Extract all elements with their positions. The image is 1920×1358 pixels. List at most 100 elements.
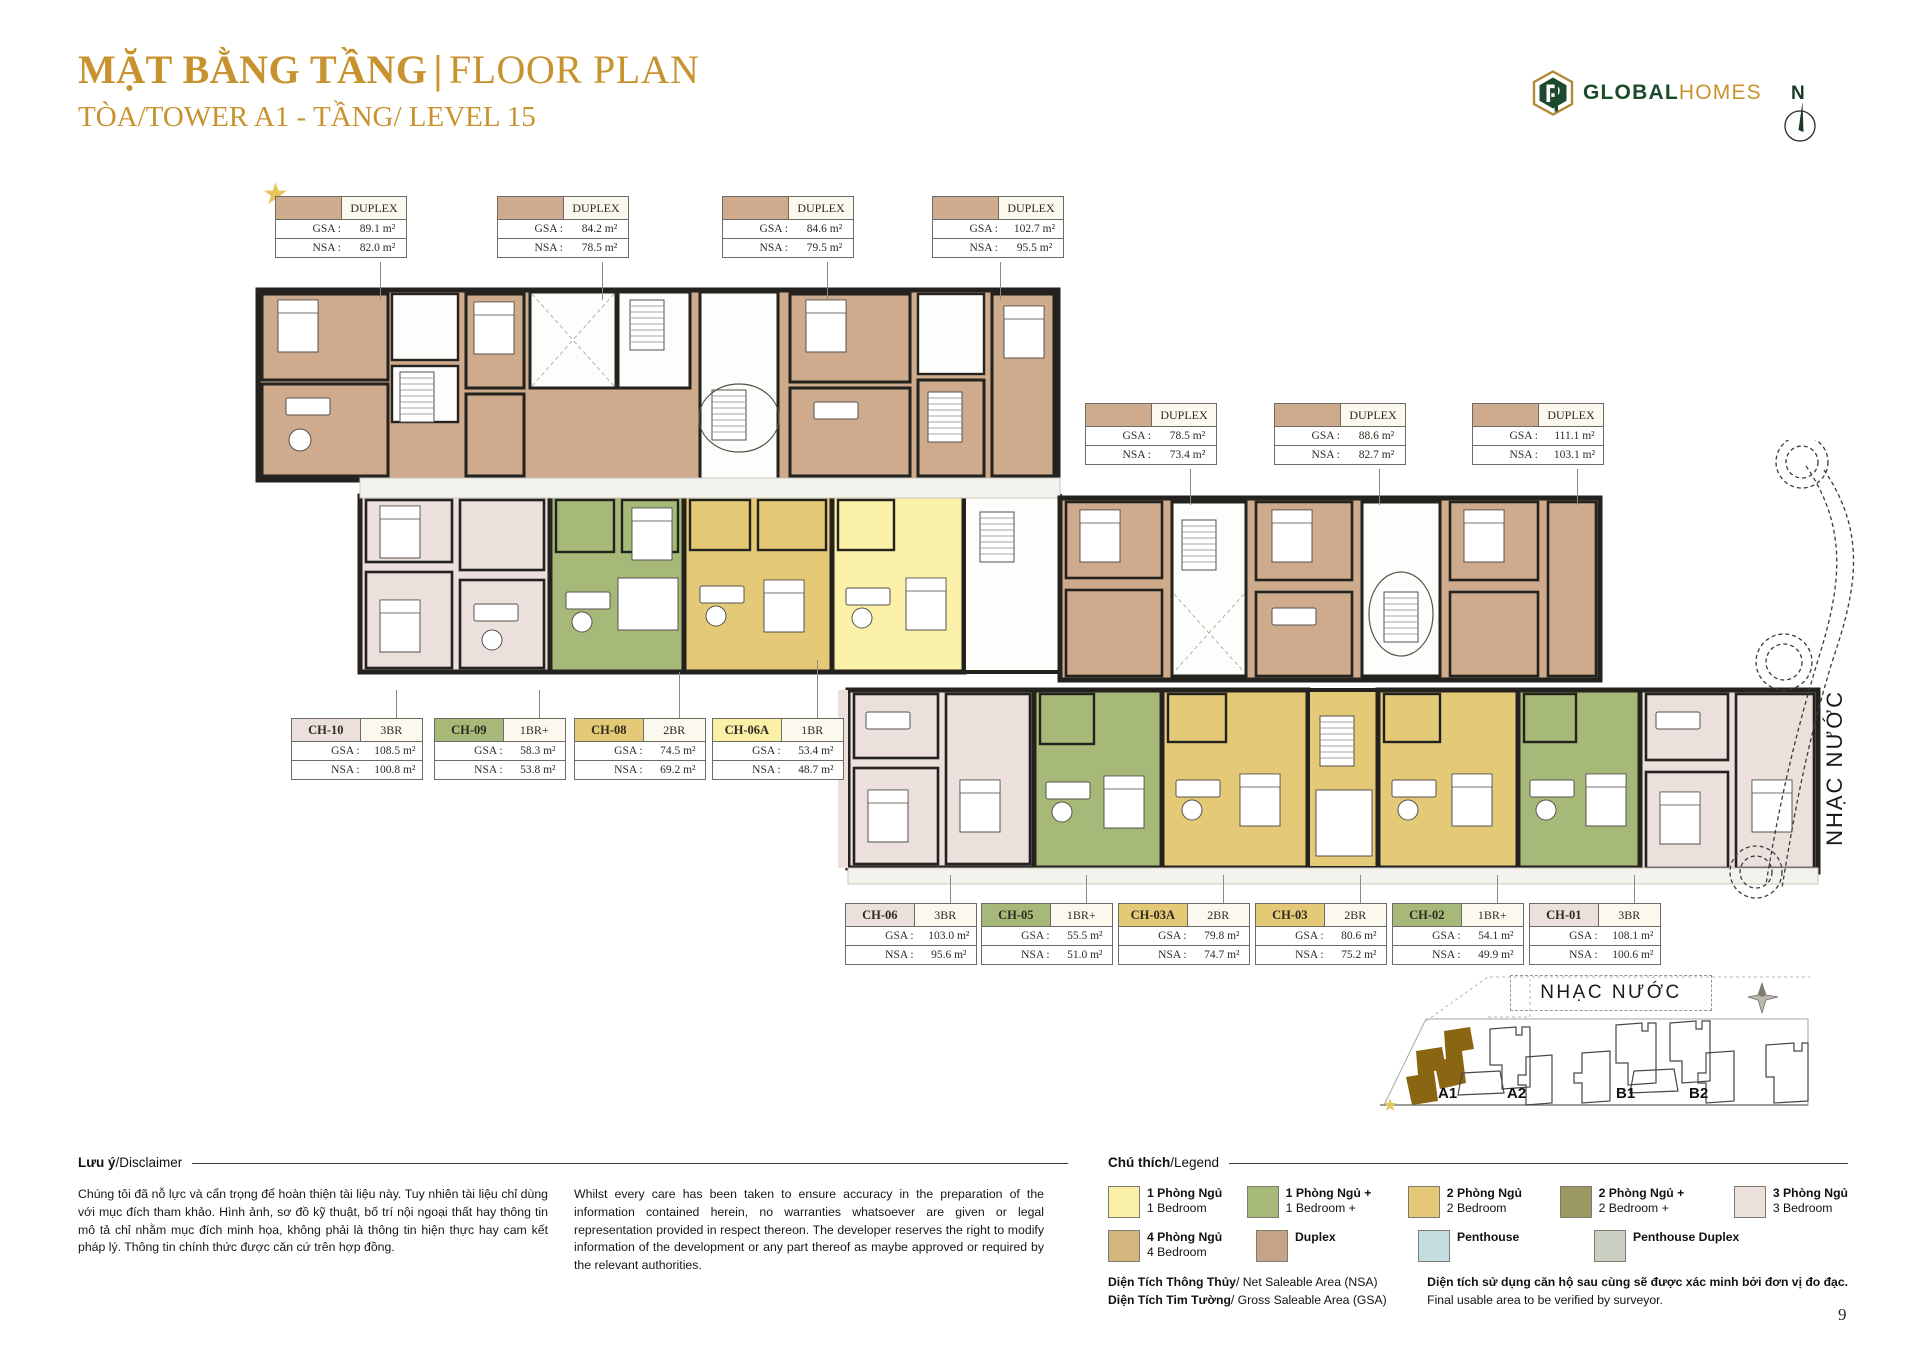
brand-name-secondary: HOMES — [1678, 81, 1762, 104]
duplex-code-cell — [1275, 404, 1341, 426]
unit-type-cell: 3BR — [360, 719, 422, 741]
nsa-label: NSA : — [1311, 449, 1340, 461]
nsa-value: 49.9 m² — [1478, 949, 1514, 961]
unit-code-cell: CH-10 — [292, 719, 361, 741]
unit-type-cell: 2BR — [1187, 904, 1249, 926]
keymap-tower-a1[interactable] — [1406, 1027, 1474, 1105]
gsa-value: 88.6 m² — [1358, 430, 1395, 442]
keymap-label-b2: B2 — [1689, 1085, 1709, 1102]
callout-leader-line — [380, 262, 381, 300]
unit-code-cell: CH-06A — [713, 719, 782, 741]
nsa-label: NSA : — [614, 764, 643, 776]
gsa-label: GSA : — [969, 223, 998, 235]
legend-label: Duplex — [1295, 1230, 1336, 1245]
legend-label-vn: 3 Phòng Ngủ — [1772, 1186, 1848, 1200]
legend-label-vn: 4 Phòng Ngủ — [1147, 1230, 1223, 1244]
nsa-label: NSA : — [474, 764, 503, 776]
callout-leader-line — [1190, 469, 1191, 505]
nsa-value: 95.6 m² — [931, 949, 967, 961]
nsa-value: 82.7 m² — [1358, 449, 1395, 461]
keymap-label-b1: B1 — [1616, 1085, 1636, 1102]
nsa-label: NSA : — [1509, 449, 1538, 461]
legend-color-swatch — [1418, 1230, 1450, 1262]
compass-rose-icon — [1747, 981, 1779, 1015]
gsa-label: GSA : — [1158, 930, 1187, 942]
callout-leader-line — [1360, 875, 1361, 903]
gsa-value: 55.5 m² — [1067, 930, 1103, 942]
legend-label-vn: 1 Phòng Ngủ — [1147, 1186, 1223, 1200]
footnote-verify-vn-text: Diện tích sử dụng căn hộ sau cùng sẽ đượ… — [1427, 1275, 1848, 1289]
footnote-nsa-rest: / Net Saleable Area (NSA) — [1235, 1275, 1378, 1289]
legend-footnotes: Diện Tích Thông Thủy/ Net Saleable Area … — [1108, 1274, 1848, 1309]
footnote-nsa: Diện Tích Thông Thủy/ Net Saleable Area … — [1108, 1274, 1427, 1292]
legend-label-en: 1 Bedroom — [1147, 1201, 1207, 1216]
nsa-label: NSA : — [312, 242, 341, 254]
gsa-label: GSA : — [1295, 930, 1324, 942]
legend-title-en: Legend — [1174, 1155, 1220, 1170]
brand-logo: GLOBALHOMES — [1532, 70, 1762, 116]
unit-type-cell: 3BR — [914, 904, 976, 926]
callout-leader-line — [539, 690, 540, 718]
legend-title-sep: / — [1170, 1155, 1175, 1170]
unit-type-cell: DUPLEX — [1341, 404, 1405, 426]
legend-item: Duplex — [1256, 1230, 1418, 1262]
nsa-value: 69.2 m² — [660, 764, 696, 776]
legend-label-vn: Penthouse — [1457, 1230, 1520, 1244]
nsa-label: NSA : — [331, 764, 360, 776]
legend-label-en: 2 Bedroom + — [1598, 1201, 1669, 1216]
nsa-value: 75.2 m² — [1341, 949, 1377, 961]
callout-leader-line — [679, 672, 680, 718]
nsa-label: NSA : — [1158, 949, 1187, 961]
callout-leader-line — [1577, 469, 1578, 505]
gsa-label: GSA : — [1569, 930, 1598, 942]
gsa-value: 102.7 m² — [1013, 223, 1056, 235]
plan-block-middle — [357, 477, 1062, 675]
nsa-label: NSA : — [752, 764, 781, 776]
gsa-label: GSA : — [885, 930, 914, 942]
compass-n-label: N — [1791, 83, 1805, 104]
gsa-label: GSA : — [1509, 430, 1538, 442]
legend-label-vn: 1 Phòng Ngủ + — [1285, 1186, 1372, 1200]
page-number: 9 — [1838, 1305, 1847, 1324]
unit-code-cell: CH-02 — [1393, 904, 1462, 926]
legend-label: Penthouse — [1457, 1230, 1519, 1245]
brand-name-primary: GLOBAL — [1583, 81, 1679, 104]
title-english: FLOOR PLAN — [448, 47, 700, 92]
keymap-banner: NHẠC NƯỚC — [1510, 975, 1712, 1011]
callout-leader-line — [396, 690, 397, 718]
keymap-label-a2: A2 — [1507, 1085, 1527, 1102]
legend-color-swatch — [1594, 1230, 1626, 1262]
unit-type-cell: DUPLEX — [999, 197, 1063, 219]
gsa-value: 79.8 m² — [1204, 930, 1240, 942]
callout-leader-line — [1000, 262, 1001, 300]
title-separator: | — [433, 47, 443, 92]
nsa-value: 100.6 m² — [1612, 949, 1654, 961]
gsa-value: 74.5 m² — [660, 745, 696, 757]
callout-leader-line — [817, 660, 818, 718]
nsa-label: NSA : — [969, 242, 998, 254]
nsa-value: 53.8 m² — [520, 764, 556, 776]
north-arrow-icon: N — [1778, 80, 1822, 146]
duplex-code-cell — [723, 197, 789, 219]
legend-color-swatch — [1108, 1186, 1140, 1218]
keymap-tower-b2[interactable] — [1629, 1020, 1735, 1104]
legend-item: 1 Phòng Ngủ +1 Bedroom + — [1246, 1186, 1408, 1218]
nsa-value: 100.8 m² — [374, 764, 416, 776]
keymap-tower-b1[interactable] — [1573, 1022, 1657, 1104]
legend-title: Chú thích/Legend — [1108, 1155, 1219, 1170]
gsa-value: 89.1 m² — [359, 223, 396, 235]
keymap-tower-a2[interactable] — [1457, 1026, 1553, 1106]
